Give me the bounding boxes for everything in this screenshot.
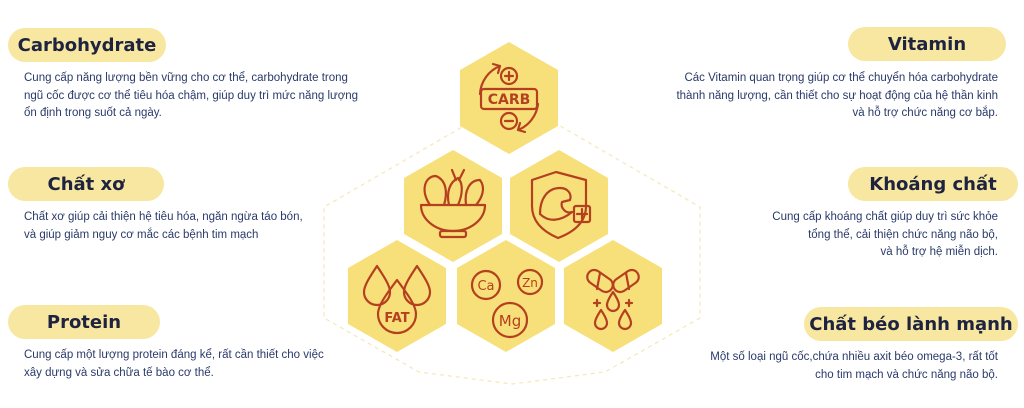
dashed-outline [323, 97, 701, 385]
vitamin-pill: Vitamin [848, 27, 1006, 61]
text-line: Chất xơ giúp cải thiện hệ tiêu hóa, ngăn… [24, 211, 303, 223]
hexagon-vitamin [564, 240, 662, 352]
vegetable-bowl-icon [419, 168, 487, 239]
carb-label: CARB [488, 92, 531, 108]
text-line: Các Vitamin quan trọng giúp cơ thể chuyể… [684, 72, 998, 84]
carbohydrate-pill: Carbohydrate [8, 28, 166, 62]
capsule-drops-icon [586, 268, 640, 331]
protein-description: Cung cấp một lượng protein đáng kể, rất … [24, 347, 324, 382]
minerals-description: Cung cấp khoáng chất giúp duy trì sức kh… [772, 209, 998, 262]
hexagon-protein [510, 150, 608, 262]
protein-pill: Protein [8, 305, 160, 339]
text-line: xây dựng và sửa chữa tế bào cơ thể. [24, 366, 214, 379]
text-line: tổng thể, cải thiện chức năng não bộ, [808, 228, 998, 241]
calcium-label: Ca [477, 279, 494, 294]
fat-label: FAT [384, 311, 409, 326]
fat-drops-icon: FAT [362, 264, 432, 335]
text-line: Cung cấp khoáng chất giúp duy trì sức kh… [772, 211, 998, 223]
text-line: Cung cấp năng lượng bền vững cho cơ thể,… [24, 72, 348, 84]
magnesium-label: Mg [499, 312, 521, 330]
text-line: Một số loại ngũ cốc,chứa nhiều axit béo … [710, 351, 998, 363]
minerals-icon: Ca Zn Mg [470, 268, 544, 339]
hexagon-minerals [457, 240, 555, 352]
text-line: và giúp giảm nguy cơ mắc các bệnh tim mạ… [24, 228, 259, 241]
healthy-fat-description: Một số loại ngũ cốc,chứa nhiều axit béo … [710, 349, 998, 384]
carb-icon: CARB [478, 62, 540, 134]
hexagon-carb [460, 42, 558, 154]
fiber-pill: Chất xơ [8, 167, 164, 201]
text-line: ngũ cốc được cơ thể tiêu hóa chậm, giúp … [24, 89, 359, 102]
text-line: Cung cấp một lượng protein đáng kể, rất … [24, 349, 324, 361]
minerals-pill: Khoáng chất [848, 167, 1018, 201]
hexagon-fat [348, 240, 446, 352]
muscle-shield-icon [530, 170, 592, 240]
zinc-label: Zn [522, 276, 538, 290]
text-line: thành năng lượng, cần thiết cho sự hoạt … [676, 89, 998, 102]
text-line: và hỗ trợ chức năng cơ bắp. [852, 107, 998, 119]
carbohydrate-description: Cung cấp năng lượng bền vững cho cơ thể,… [24, 70, 358, 123]
fiber-description: Chất xơ giúp cải thiện hệ tiêu hóa, ngăn… [24, 209, 303, 244]
healthy-fat-pill: Chất béo lành mạnh [804, 307, 1018, 341]
text-line: cho tim mạch và chức năng não bộ. [815, 368, 998, 381]
vitamin-description: Các Vitamin quan trọng giúp cơ thể chuyể… [676, 70, 998, 123]
text-line: và hỗ trợ hệ miễn dịch. [880, 246, 999, 258]
text-line: ổn định trong suốt cả ngày. [24, 107, 162, 119]
